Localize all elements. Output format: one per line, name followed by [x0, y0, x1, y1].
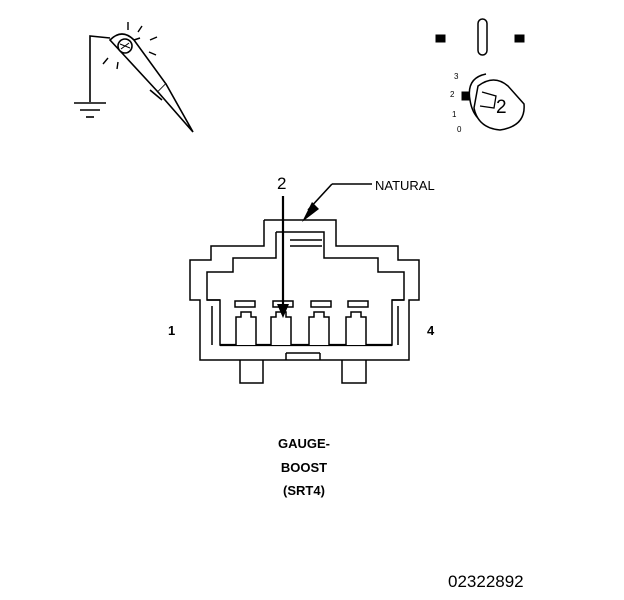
terminal-slots	[234, 300, 369, 308]
ground-symbol-icon	[74, 102, 106, 118]
jack-center	[477, 18, 488, 56]
cavity-number-label: 2	[277, 174, 287, 193]
caption-line-1: GAUGE-	[278, 436, 330, 451]
figure-id: 02322892	[448, 572, 524, 591]
terminal-slot	[310, 300, 332, 308]
wire-color-label: NATURAL	[375, 178, 435, 193]
terminal-slot	[234, 300, 256, 308]
test-light-probe-icon	[89, 22, 194, 133]
jack-left	[435, 34, 446, 43]
terminal-cavity	[345, 311, 367, 345]
wire-color-leader	[302, 183, 372, 222]
selector-scale-3: 3	[454, 72, 459, 81]
selector-scale-2: 2	[450, 90, 455, 99]
selector-position-label: 2	[496, 97, 507, 118]
terminal-cavity	[235, 311, 257, 345]
jack-right	[514, 34, 525, 43]
terminal-cavity	[308, 311, 330, 345]
selector-scale-0: 0	[457, 125, 462, 134]
cavity-callout-arrow	[277, 196, 289, 318]
meter-selector-knob-icon	[435, 18, 525, 131]
connector-caption: GAUGE- BOOST (SRT4)	[224, 432, 384, 503]
selector-scale-1: 1	[452, 110, 457, 119]
pin-4-label: 4	[427, 323, 435, 338]
caption-line-2: BOOST	[280, 459, 328, 475]
caption-line-3: (SRT4)	[283, 483, 325, 498]
terminal-slot	[347, 300, 369, 308]
terminal-cavities	[235, 311, 367, 345]
connector-face	[189, 219, 420, 384]
pin-1-label: 1	[168, 323, 176, 338]
terminal-cavity	[270, 311, 292, 345]
